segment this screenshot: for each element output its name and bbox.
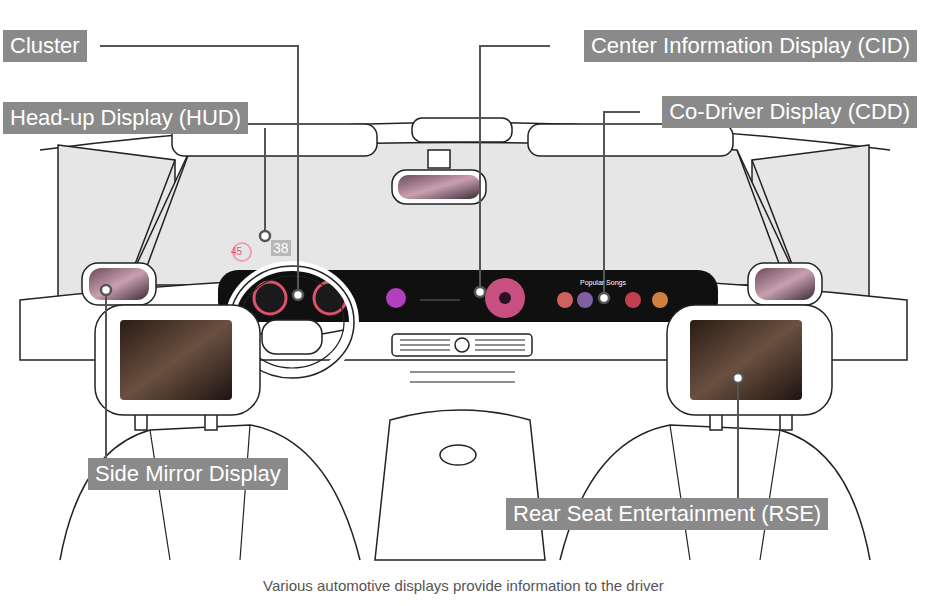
callout-box: Head-up Display (HUD) — [3, 102, 248, 134]
screen-text: Popular Songs — [580, 279, 626, 286]
screen-text: 45 — [231, 246, 242, 257]
callout-box: Cluster — [3, 30, 87, 62]
callout-text: Center Information Display (CID) — [591, 33, 910, 58]
callout-text: Rear Seat Entertainment (RSE) — [513, 501, 821, 526]
callout-text: Head-up Display (HUD) — [10, 105, 241, 130]
screen-text: 38 — [271, 240, 291, 256]
callout-text: Cluster — [10, 33, 80, 58]
caption: Various automotive displays provide info… — [0, 577, 927, 594]
callout-box: Side Mirror Display — [88, 458, 288, 490]
callout-box: Rear Seat Entertainment (RSE) — [506, 498, 828, 530]
callout-box: Center Information Display (CID) — [584, 30, 917, 62]
callout-box: Co-Driver Display (CDD) — [662, 96, 917, 128]
callout-text: Side Mirror Display — [95, 461, 281, 486]
callout-text: Co-Driver Display (CDD) — [669, 99, 910, 124]
